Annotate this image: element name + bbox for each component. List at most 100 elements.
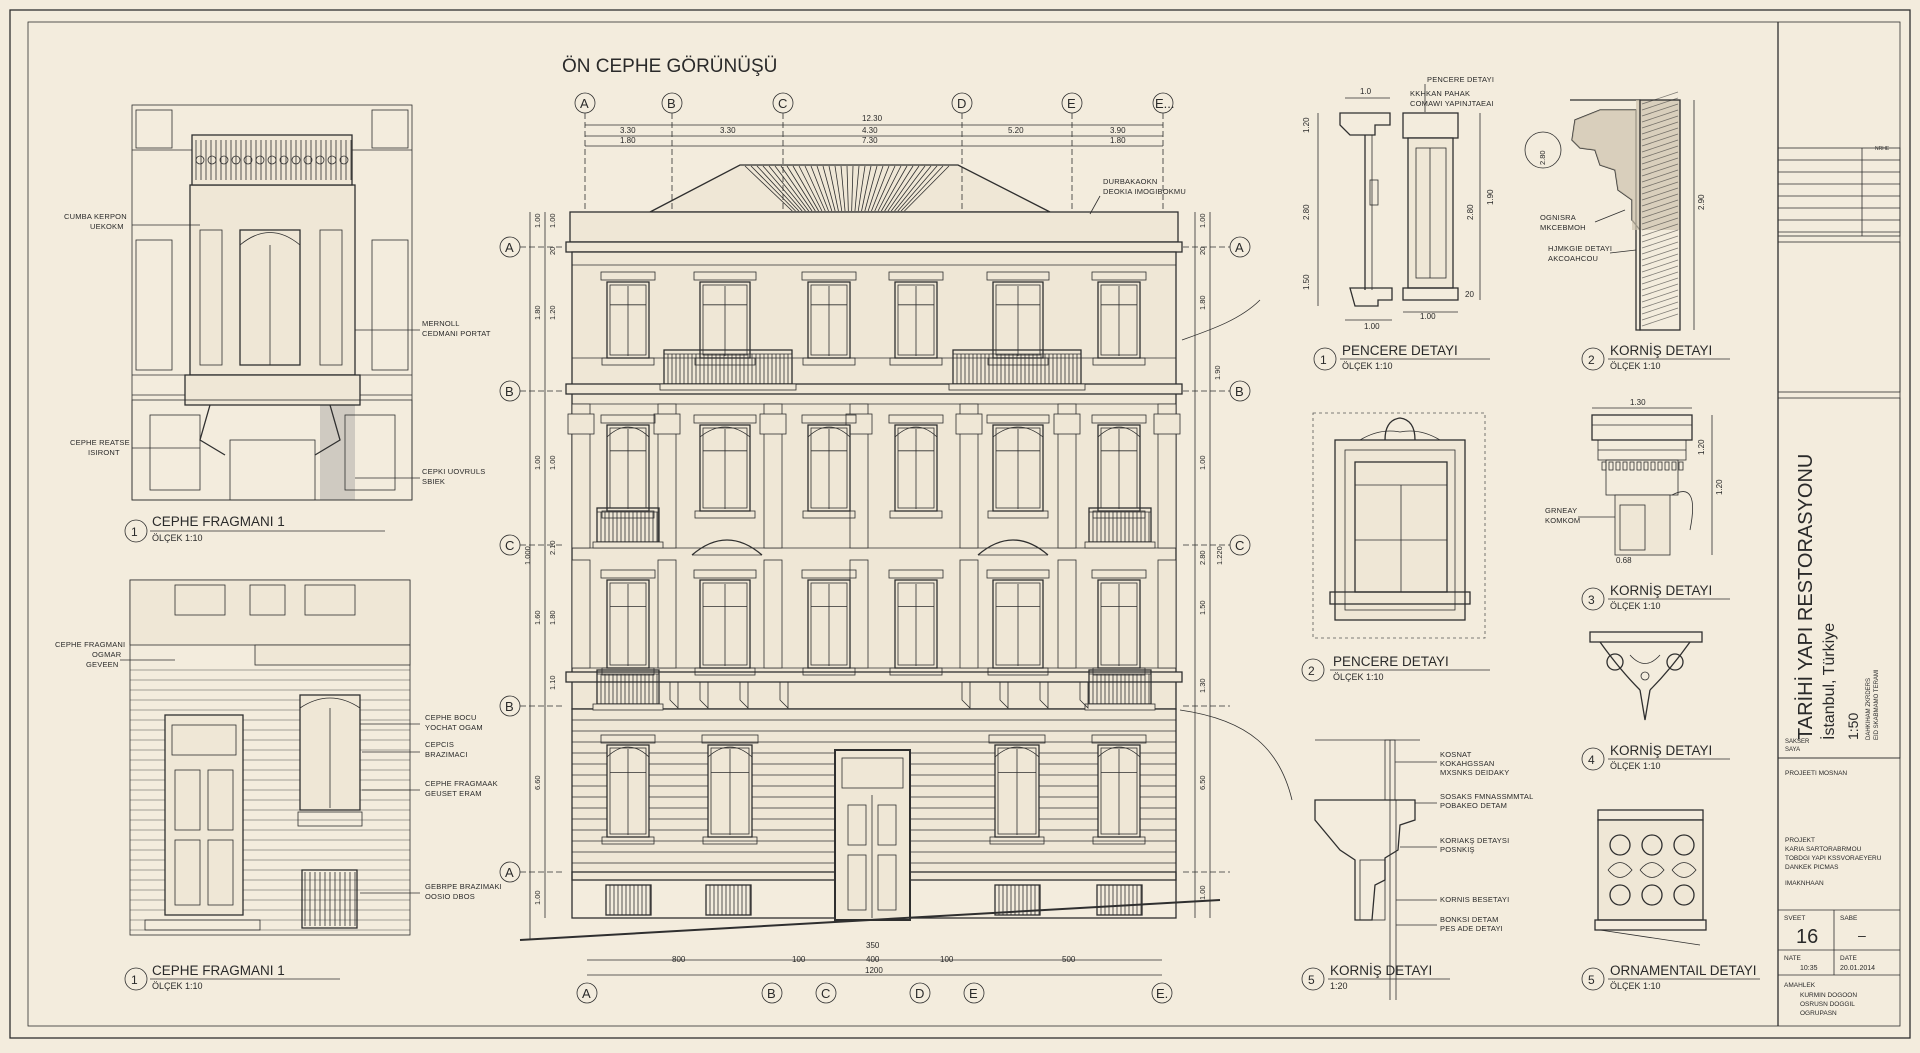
- window-lintel: [600, 271, 656, 281]
- grid-top: A B C D E E...: [574, 92, 1175, 114]
- svg-text:100: 100: [940, 955, 954, 964]
- hatch: [1641, 283, 1679, 297]
- dim-text: 1.220: [1215, 546, 1224, 565]
- svg-text:MKCEBMOH: MKCEBMOH: [1540, 223, 1586, 232]
- roof-tile: [804, 165, 826, 212]
- svg-text:CUMBA KERPON: CUMBA KERPON: [64, 212, 127, 221]
- window-sill: [987, 357, 1049, 366]
- window-frame: [897, 427, 935, 509]
- svg-text:2.80: 2.80: [1302, 204, 1311, 220]
- svg-text:KORNIS BESETAYI: KORNIS BESETAYI: [1440, 895, 1509, 904]
- window-sill: [802, 357, 856, 366]
- detail-window-section: [1339, 112, 1459, 307]
- roof-tile: [881, 165, 908, 212]
- roof-tile: [840, 165, 846, 212]
- window-lintel: [888, 414, 944, 424]
- hatch: [1641, 295, 1679, 309]
- pilaster: [959, 403, 979, 549]
- sheet-number: 16: [1796, 926, 1818, 948]
- console: [961, 682, 971, 709]
- window-sill: [889, 667, 943, 676]
- dentil: [1657, 461, 1663, 471]
- svg-text:1.80: 1.80: [620, 136, 636, 145]
- hatch: [1641, 151, 1679, 165]
- svg-text:0.68: 0.68: [1616, 556, 1632, 565]
- pilaster: [763, 403, 783, 549]
- svg-text:KOSNAT: KOSNAT: [1440, 750, 1472, 759]
- scroll: [207, 155, 217, 165]
- svg-text:400: 400: [866, 955, 880, 964]
- dim-text: 1.80: [1198, 295, 1207, 310]
- svg-text:PENCERE DETAYI: PENCERE DETAYI: [1333, 654, 1449, 669]
- ground-line: [519, 899, 1221, 941]
- svg-text:2: 2: [1588, 353, 1595, 367]
- roof-tile: [792, 165, 819, 212]
- window-frame: [997, 747, 1037, 835]
- svg-text:KURMIN DOGOON: KURMIN DOGOON: [1800, 992, 1857, 999]
- entrance-door[interactable]: [834, 749, 911, 921]
- scroll: [1639, 862, 1665, 878]
- roof-tile: [854, 165, 860, 212]
- svg-text:KORIAKŞ DETAYSI: KORIAKŞ DETAYSI: [1440, 836, 1509, 845]
- svg-text:4.30: 4.30: [862, 126, 878, 135]
- dentil: [1643, 461, 1649, 471]
- svg-text:3.30: 3.30: [620, 126, 636, 135]
- svg-text:ÖLÇEK 1:10: ÖLÇEK 1:10: [152, 981, 203, 991]
- svg-text:500: 500: [1062, 955, 1076, 964]
- detail-ornamental-railing: [1594, 809, 1707, 946]
- project-scale: 1:50: [1845, 713, 1861, 740]
- hatch: [1641, 193, 1679, 207]
- svg-text:1.00: 1.00: [1364, 322, 1380, 331]
- console: [739, 682, 749, 709]
- roof-tile: [894, 165, 932, 212]
- window-sill: [601, 510, 655, 519]
- scroll: [1641, 834, 1663, 856]
- svg-text:ÖLÇEK 1:10: ÖLÇEK 1:10: [1610, 601, 1661, 611]
- window-arch: [994, 746, 1040, 758]
- top-dimensions: 12.30 3.30 3.30 4.30 5.20 3.90 1.80 7.30…: [585, 114, 1163, 147]
- scroll: [1609, 834, 1631, 856]
- svg-text:1: 1: [131, 525, 138, 539]
- roof-tile: [768, 165, 806, 212]
- svg-text:B: B: [505, 384, 514, 399]
- svg-text:MERNOLL: MERNOLL: [422, 319, 460, 328]
- svg-text:IMAKNHAAN: IMAKNHAAN: [1785, 880, 1824, 887]
- svg-text:B: B: [1235, 384, 1244, 399]
- svg-text:OGMAR: OGMAR: [92, 650, 122, 659]
- scroll: [243, 155, 253, 165]
- svg-text:1: 1: [131, 973, 138, 987]
- scroll: [1671, 862, 1697, 878]
- dim-text: 1.80: [533, 305, 542, 320]
- grid-bubble: A: [582, 986, 591, 1001]
- window-frame: [995, 427, 1041, 509]
- hatch: [1641, 229, 1679, 243]
- svg-text:NRHE: NRHE: [1875, 146, 1890, 152]
- window-sill: [694, 510, 756, 519]
- window-frame: [702, 427, 748, 509]
- window-arch: [807, 426, 851, 438]
- window-arch: [606, 746, 650, 758]
- svg-text:PES ADE DETAYI: PES ADE DETAYI: [1440, 924, 1503, 933]
- string-course: [565, 383, 1183, 395]
- dim-text: 1.00: [1198, 213, 1207, 228]
- window-frame: [897, 284, 935, 356]
- roof-tile: [750, 165, 796, 212]
- console: [999, 682, 1009, 709]
- roof-tile: [897, 165, 938, 212]
- hatch: [1641, 223, 1679, 237]
- window-lintel: [1091, 271, 1147, 281]
- project-title: TARİHİ YAPI RESTORASYONU: [1794, 454, 1817, 740]
- scroll: [1641, 884, 1663, 906]
- window-sill: [987, 667, 1049, 676]
- svg-text:PENCERE DETAYI: PENCERE DETAYI: [1427, 75, 1494, 84]
- scroll: [339, 155, 349, 165]
- svg-text:COMAWI YAPINJTAEAI: COMAWI YAPINJTAEAI: [1410, 99, 1494, 108]
- svg-text:CEPHE FRAGMANI: CEPHE FRAGMANI: [55, 640, 125, 649]
- roof: [649, 164, 1051, 213]
- window-sill: [601, 667, 655, 676]
- svg-text:HJMKGIE DETAYI: HJMKGIE DETAYI: [1548, 244, 1612, 253]
- console: [669, 682, 679, 709]
- window-lintel: [1091, 414, 1147, 424]
- basement-grille: [1096, 884, 1143, 916]
- dim-text: 1.00: [533, 213, 542, 228]
